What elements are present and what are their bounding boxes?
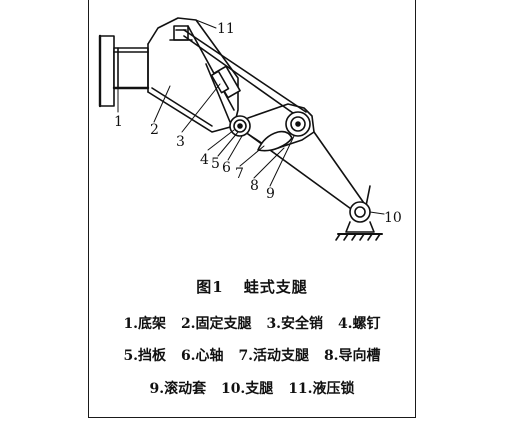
legend-item: 4.螺钉 [337,316,381,332]
safety-pin [210,70,230,94]
figure-title: 图1 蛙式支腿 [88,276,416,297]
callout-9: 9 [266,186,275,202]
callout-4: 4 [200,152,209,168]
legend-item: 10.支腿 [220,381,274,397]
base-frame [98,34,150,108]
callout-2: 2 [150,122,159,138]
legend-item: 1.底架 [123,316,167,332]
legend-item: 5.挡板 [123,348,167,364]
legend-row-1: 1.底架 2.固定支腿 3.安全销 4.螺钉 [88,313,416,333]
callout-10: 10 [384,210,402,226]
guide-slot [257,130,293,152]
callout-7: 7 [235,166,244,182]
callout-11: 11 [217,21,235,37]
callout-8: 8 [250,178,259,194]
leader-lines [117,19,385,215]
hydraulic-cylinder [183,29,307,123]
legend-item: 3.安全销 [266,316,324,332]
legend-item: 2.固定支腿 [180,316,252,332]
figure-label: 图1 [196,278,224,296]
figure-frame [88,0,416,418]
legend-item: 6.心轴 [180,348,224,364]
callout-3: 3 [176,134,185,150]
callout-1: 1 [114,114,123,130]
legend-item: 11.液压锁 [288,381,355,397]
roller-sleeve [285,111,311,137]
callout-6: 6 [222,160,231,176]
callout-5: 5 [211,156,220,172]
legend-row-2: 5.挡板 6.心轴 7.活动支腿 8.导向槽 [88,345,416,365]
main-pivot [229,115,251,137]
legend-row-3: 9.滚动套 10.支腿 11.液压锁 [88,378,416,398]
figure-name: 蛙式支腿 [243,278,308,296]
legend-item: 8.导向槽 [323,348,381,364]
outrigger-foot [335,185,383,241]
mechanism-drawing: 11 1 2 3 4 5 6 7 8 9 10 [98,17,402,241]
legend-item: 9.滚动套 [149,381,207,397]
legend-item: 7.活动支腿 [238,348,310,364]
